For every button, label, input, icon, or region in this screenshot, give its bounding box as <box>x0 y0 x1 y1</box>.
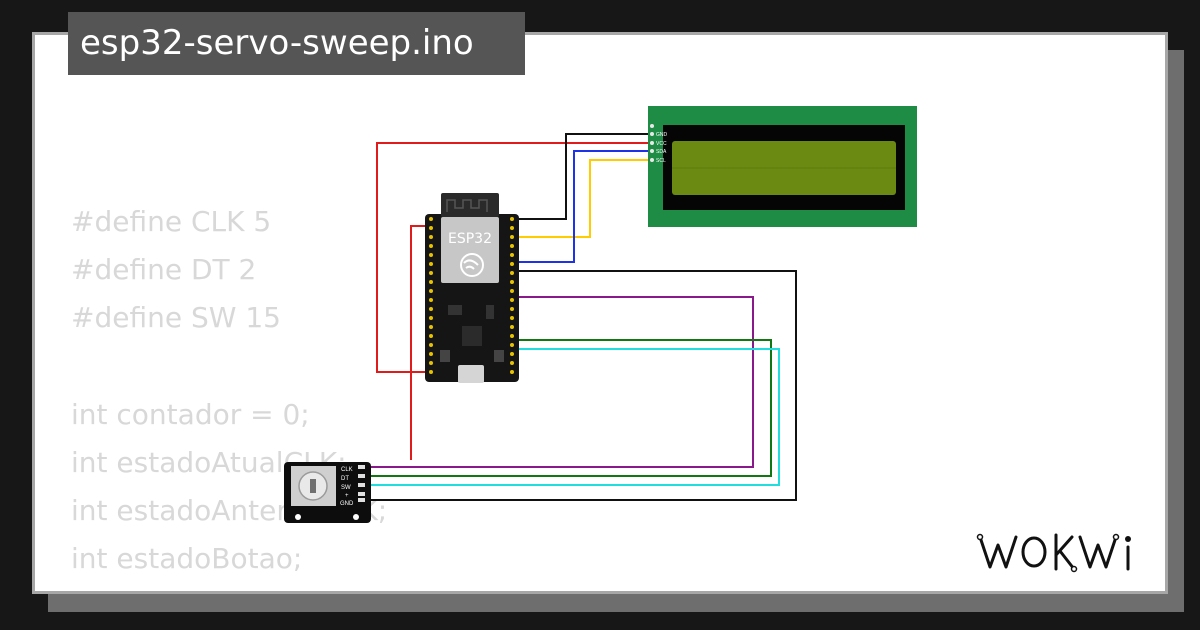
wire-purple <box>365 296 754 468</box>
lcd-pin-scl: SCL <box>656 158 666 164</box>
wire-green <box>365 339 772 477</box>
code-line: #define CLK 5 <box>71 205 272 238</box>
code-line: #define DT 2 <box>71 253 257 287</box>
encoder-knob-notch <box>310 479 316 493</box>
encoder-pin-dt: DT <box>341 476 349 482</box>
wires <box>365 133 797 501</box>
esp32-right-pins <box>510 217 514 374</box>
encoder-pin-plus: + <box>345 493 349 499</box>
esp32-left-pins <box>429 217 433 374</box>
code-line: int estadoBotao; <box>71 542 303 576</box>
encoder-mount-hole <box>295 514 301 520</box>
micro-usb-port[interactable] <box>458 365 484 383</box>
esp32-label: ESP32 <box>448 231 492 247</box>
encoder-pin-clk: CLK <box>341 467 353 473</box>
boot-button[interactable] <box>440 350 450 362</box>
lcd-pin-sda: SDA <box>656 149 667 155</box>
esp32-module-shield <box>441 217 499 283</box>
esp32-regulator <box>448 305 462 315</box>
lcd-display[interactable]: GND VCC SDA SCL <box>648 106 917 227</box>
wire-red <box>410 225 428 460</box>
wire-blue <box>514 150 648 263</box>
lcd-pin-vcc: VCC <box>656 141 667 147</box>
encoder-pin-gnd: GND <box>340 501 354 507</box>
encoder-pin-headers <box>358 465 365 502</box>
code-preview: #define CLK 5 #define DT 2 #define SW 15… <box>71 198 387 592</box>
en-button[interactable] <box>494 350 504 362</box>
espressif-logo-icon <box>460 253 484 277</box>
lcd-pin-gnd: GND <box>656 132 668 138</box>
code-line: #define SW 15 <box>71 301 281 335</box>
esp32-board[interactable]: ESP32 <box>425 193 519 383</box>
wire-black-lcd <box>514 133 648 220</box>
code-line: String Direcao = ""; <box>71 584 387 592</box>
sketch-title: esp32-servo-sweep.ino <box>68 12 525 75</box>
wire-cyan <box>365 348 780 486</box>
wire-black-encoder <box>365 270 797 501</box>
esp32-usb-chip <box>462 326 482 346</box>
preview-card: #define CLK 5 #define DT 2 #define SW 15… <box>32 32 1168 594</box>
code-line: int contador = 0; <box>71 397 310 431</box>
esp32-component <box>486 305 494 319</box>
encoder-mount-hole <box>353 514 359 520</box>
antenna-trace <box>446 199 488 212</box>
lcd-pin-dots <box>650 124 654 162</box>
wire-red-lcd <box>376 142 648 373</box>
wokwi-logo <box>976 533 1131 573</box>
esp32-antenna <box>441 193 499 217</box>
encoder-pin-sw: SW <box>341 485 351 491</box>
rotary-encoder[interactable]: CLK DT SW + GND <box>284 462 371 523</box>
wire-yellow <box>514 159 648 238</box>
